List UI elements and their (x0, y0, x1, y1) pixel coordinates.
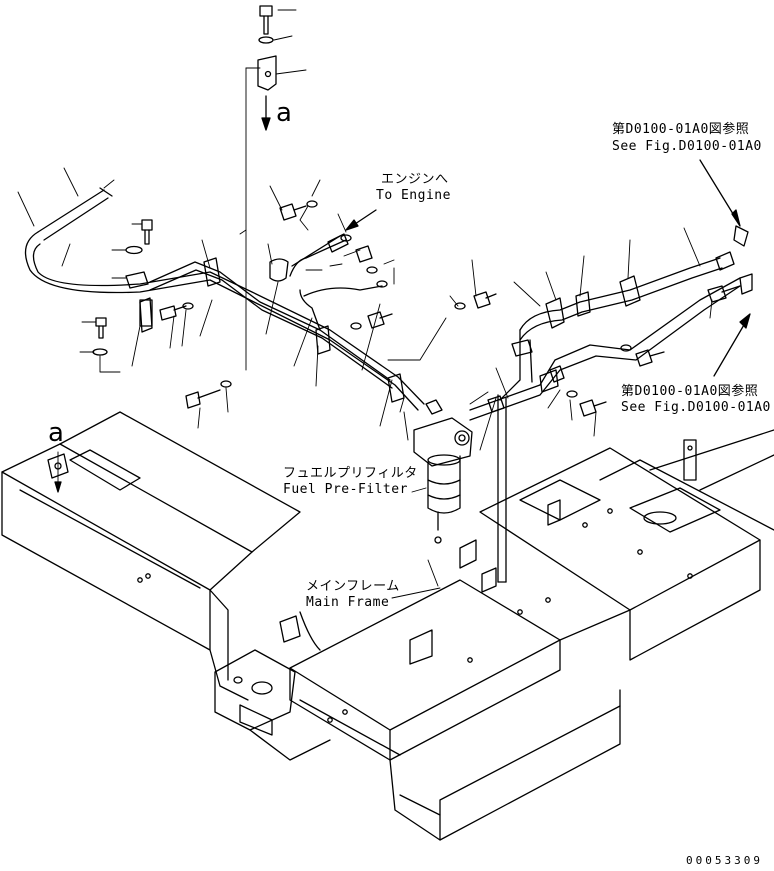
reference-arrows (54, 95, 751, 493)
main-frame-label-jp: メインフレーム (306, 579, 400, 594)
to-engine-label-en: To Engine (376, 188, 451, 203)
main-frame-label-en: Main Frame (306, 595, 390, 610)
to-engine-label-jp: エンジンへ (381, 172, 449, 187)
fuel-prefilter-drawing (413, 417, 473, 544)
reference-a-top: a (276, 98, 293, 128)
main-frame (1, 394, 774, 841)
see-fig-mid-label-en: See Fig.D0100-01A0 (621, 400, 771, 415)
reference-a-left: a (48, 418, 65, 448)
fuel-prefilter-label-en: Fuel Pre-Filter (283, 482, 408, 497)
leader-lines (17, 9, 713, 587)
see-fig-top-label-jp: 第D0100-01A0図参照 (612, 122, 750, 137)
document-number: 00053309 (686, 854, 763, 867)
see-fig-top-label-en: See Fig.D0100-01A0 (612, 139, 762, 154)
fuel-prefilter-label-jp: フュエルプリフィルタ (283, 466, 418, 481)
see-fig-mid-label-jp: 第D0100-01A0図参照 (621, 384, 759, 399)
fuel-lines (24, 187, 753, 421)
label-leaders (391, 487, 441, 599)
